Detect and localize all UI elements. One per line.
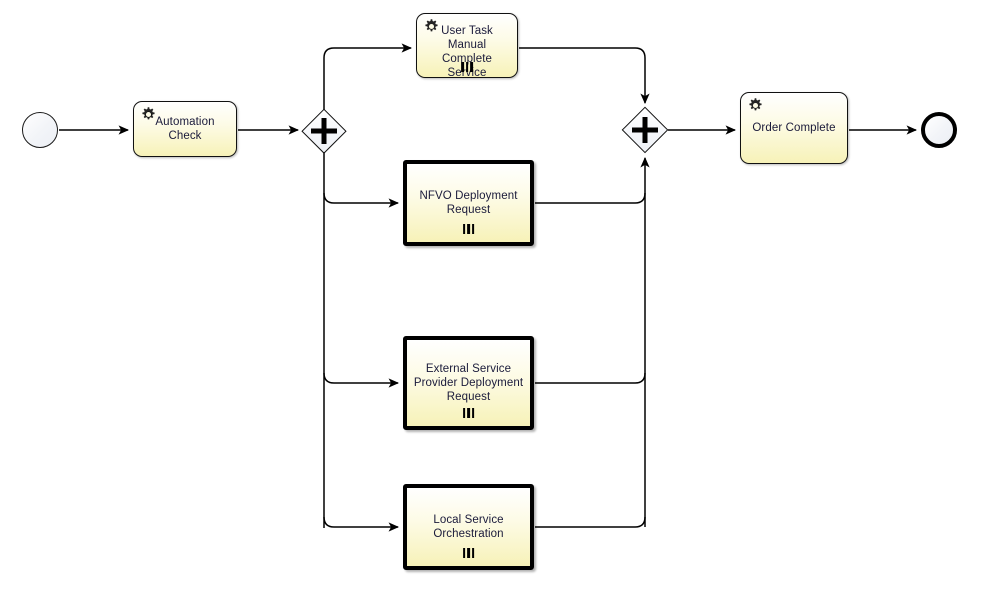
task-label: Local Service Orchestration — [433, 514, 504, 540]
nfvo-deployment-request-task[interactable]: NFVO Deployment Request — [403, 160, 534, 246]
user-task-manual-complete-service-task[interactable]: User Task Manual Complete Service — [416, 13, 518, 79]
gear-icon — [142, 107, 155, 120]
flow-fork-to-external-service — [323, 372, 400, 388]
flow-local-service-to-join — [535, 516, 646, 528]
gear-icon — [749, 98, 762, 111]
order-complete-task[interactable]: Order Complete — [740, 92, 848, 164]
flow-fork-to-nfvo-deployment — [323, 192, 400, 208]
task-label: External Service Provider Deployment Req… — [413, 363, 524, 403]
task-label: Automation Check — [155, 116, 215, 142]
flow-external-service-to-join — [535, 372, 646, 384]
parallel-join-gateway[interactable] — [621, 106, 669, 154]
local-service-orchestration-task[interactable]: Local Service Orchestration — [403, 484, 534, 570]
automation-check-task[interactable]: Automation Check — [133, 101, 237, 157]
flow-nfvo-deployment-to-join — [535, 192, 646, 204]
task-label: User Task Manual Complete Service — [441, 24, 493, 79]
multi-instance-parallel-marker — [462, 224, 475, 234]
parallel-marker-horizontal — [632, 127, 658, 133]
task-label: Order Complete — [752, 122, 836, 134]
external-service-provider-deployment-request-task[interactable]: External Service Provider Deployment Req… — [403, 336, 534, 430]
end-event[interactable] — [921, 112, 957, 148]
start-event[interactable] — [22, 112, 58, 148]
flow-user-task-manual-to-join — [519, 47, 650, 105]
flow-fork-to-user-task-manual — [323, 43, 413, 110]
gear-icon — [425, 19, 438, 32]
task-label: NFVO Deployment Request — [419, 190, 518, 216]
parallel-fork-gateway[interactable] — [301, 108, 347, 154]
multi-instance-parallel-marker — [462, 548, 475, 558]
parallel-marker-horizontal — [311, 128, 337, 134]
flow-fork-to-local-service — [323, 516, 400, 532]
multi-instance-parallel-marker — [462, 408, 475, 418]
multi-instance-parallel-marker — [461, 62, 473, 72]
